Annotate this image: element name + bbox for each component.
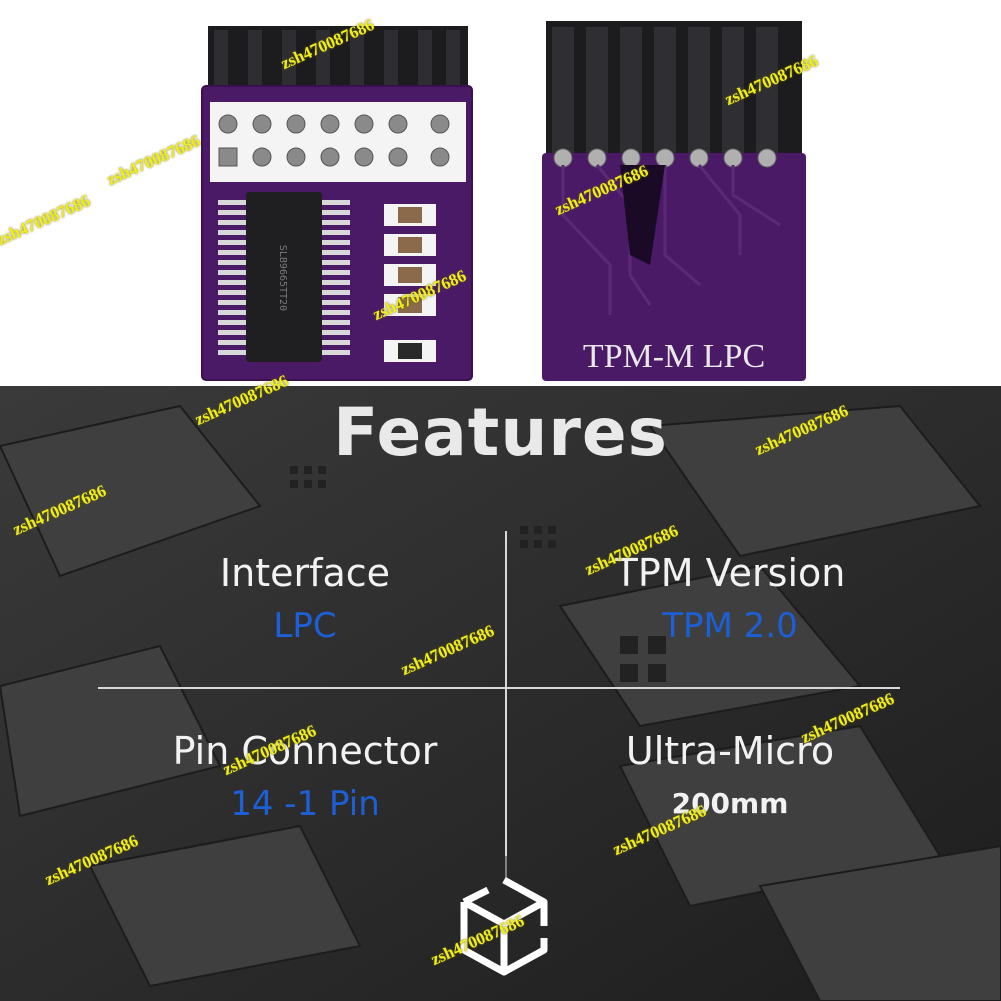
feature-value: TPM 2.0 xyxy=(662,606,798,646)
chip-marking: SLB9665TT20 xyxy=(277,245,288,311)
tpm-board-back: TPM-M LPC xyxy=(542,21,806,381)
feature-tpm-version: TPM Version TPM 2.0 xyxy=(520,550,940,648)
features-banner: Features Interface LPC TPM Version TPM 2… xyxy=(0,386,1001,1001)
feature-label: Interface xyxy=(219,551,391,595)
feature-interface: Interface LPC xyxy=(95,550,515,648)
features-title: Features xyxy=(333,394,668,471)
feature-ultra-micro: Ultra-Micro 200mm xyxy=(520,728,940,826)
product-photo: SLB9665TT20 xyxy=(0,0,1001,386)
tpm-board-front: SLB9665TT20 xyxy=(201,26,473,381)
feature-value: LPC xyxy=(273,606,337,646)
feature-label: Pin Connector xyxy=(172,729,438,773)
board-silkscreen: TPM-M LPC xyxy=(583,338,765,375)
feature-pin-connector: Pin Connector 14 -1 Pin xyxy=(95,728,515,826)
feature-value: 14 -1 Pin xyxy=(230,784,380,824)
feature-value: 200mm xyxy=(671,787,789,820)
circuit-background xyxy=(0,386,1001,1001)
cube-logo-icon xyxy=(460,876,548,976)
feature-label: TPM Version xyxy=(614,551,846,595)
feature-label: Ultra-Micro xyxy=(625,729,835,773)
